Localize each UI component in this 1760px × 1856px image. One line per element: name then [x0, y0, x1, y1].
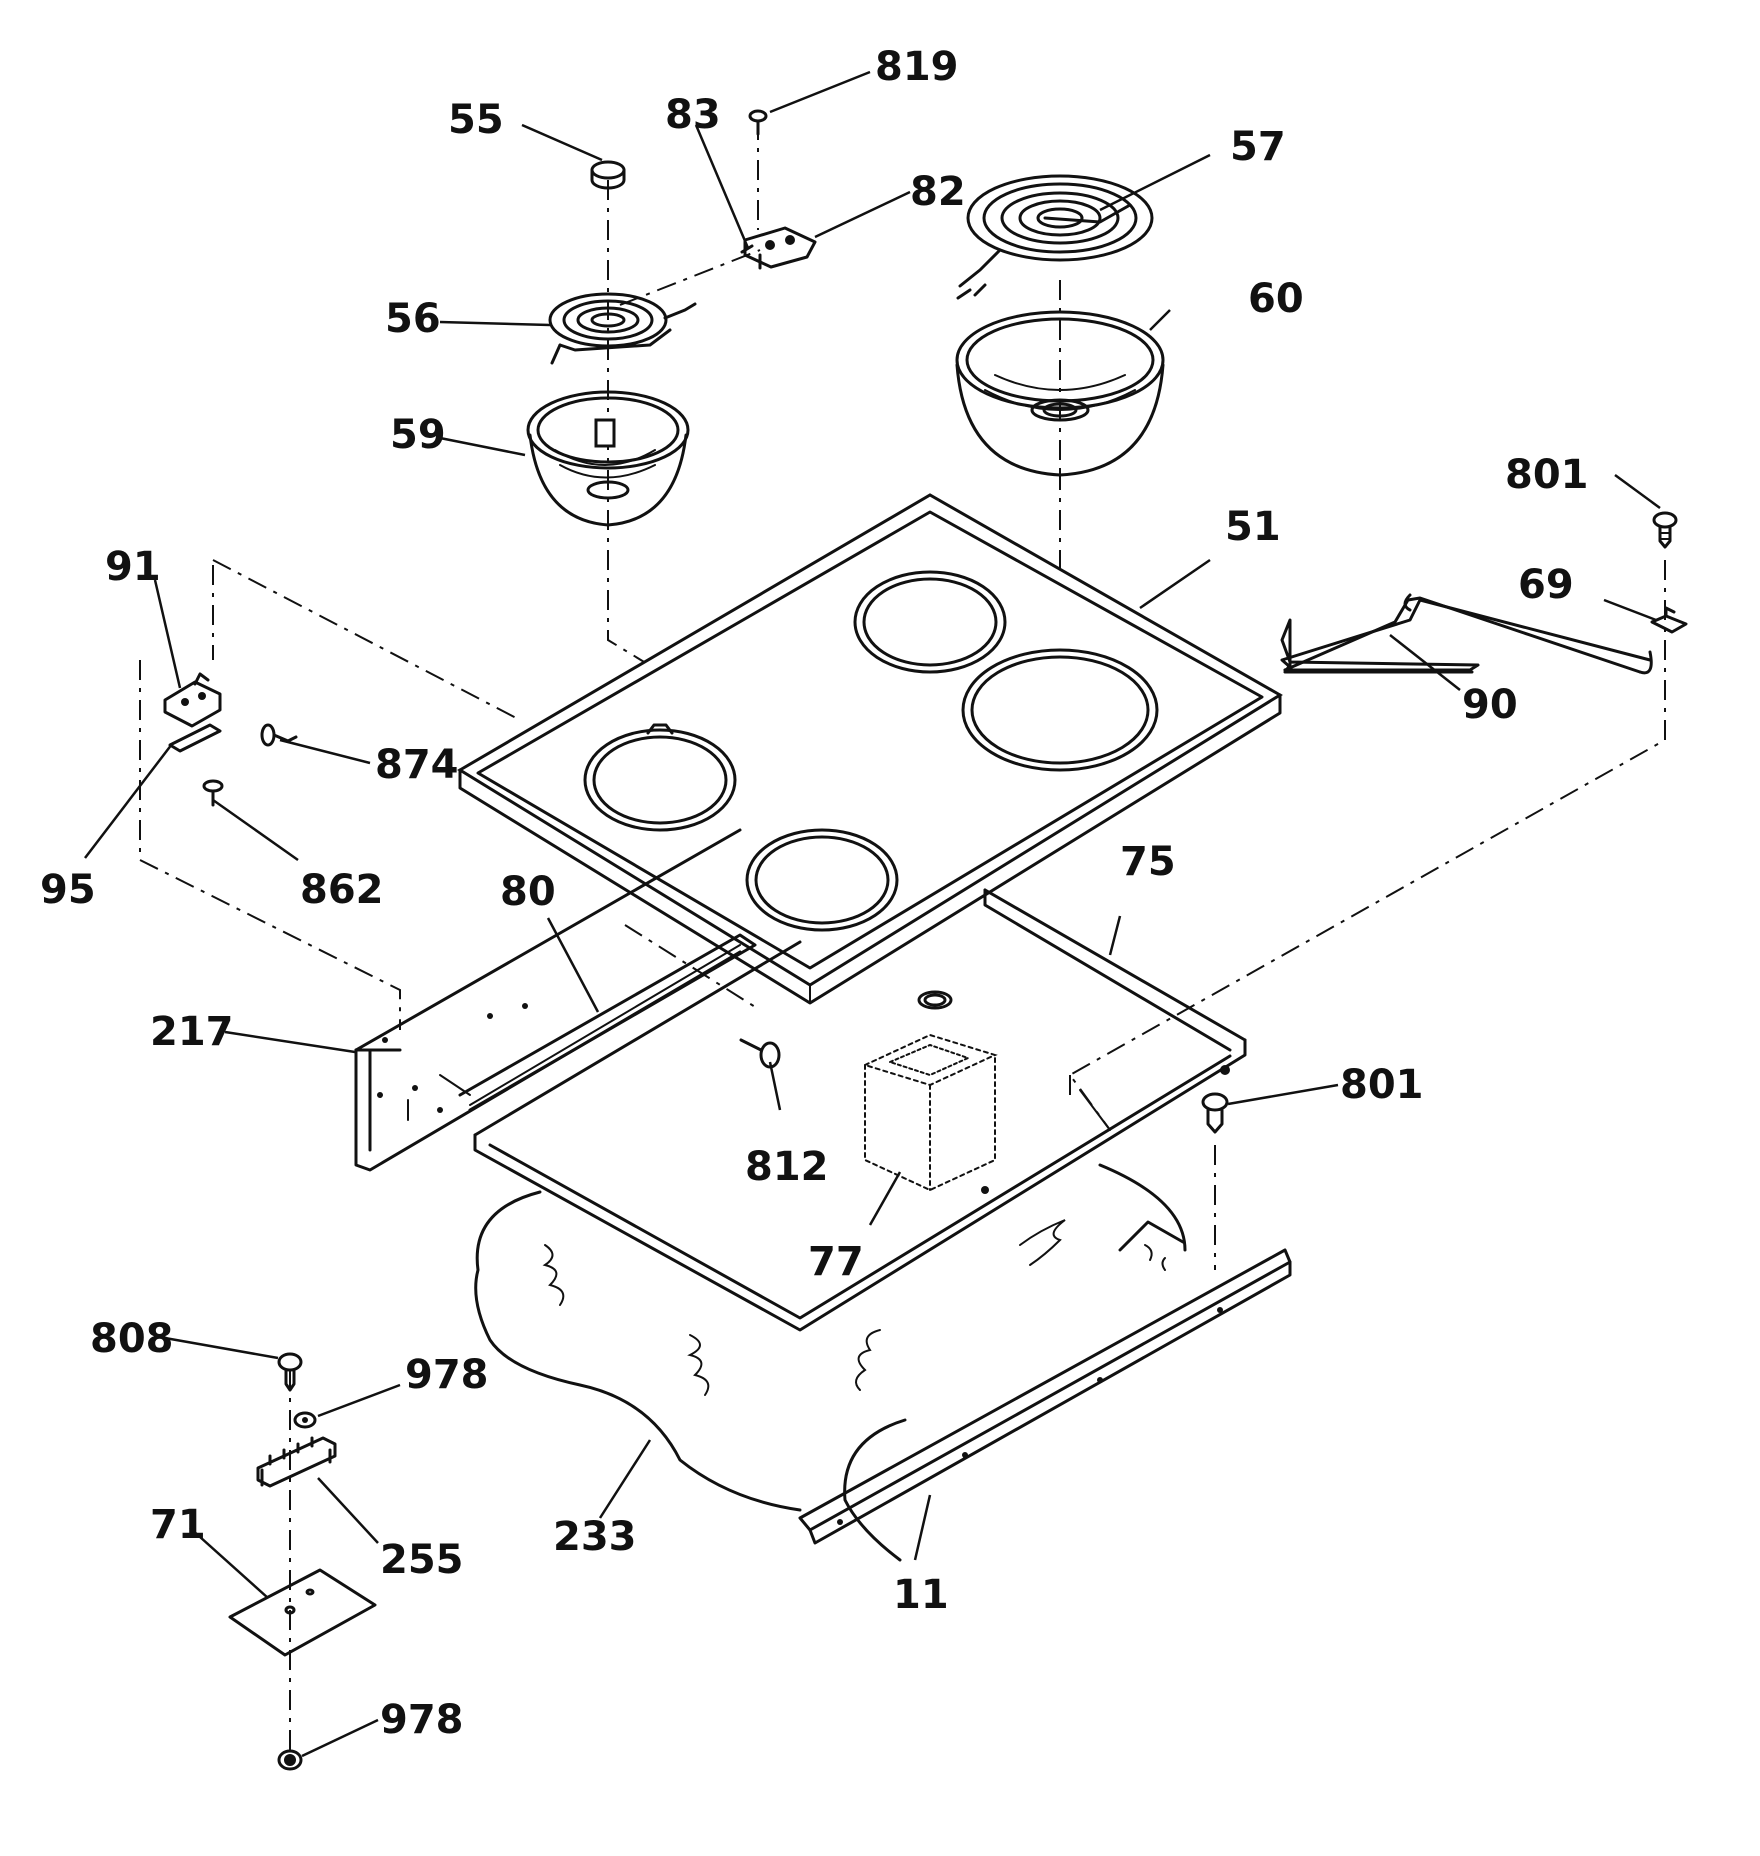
burner-opening-rear-right	[853, 570, 1007, 674]
plate-71	[228, 1568, 377, 1657]
assembly-lines	[139, 120, 1666, 1750]
label-874: 874	[375, 742, 459, 788]
surface-unit-57	[956, 174, 1154, 300]
label-801b: 801	[1340, 1062, 1424, 1108]
channel-11	[798, 1248, 1292, 1545]
screw-808	[277, 1352, 303, 1392]
label-59: 59	[390, 412, 446, 458]
label-55: 55	[448, 97, 504, 143]
box-77	[862, 1033, 998, 1192]
switch-82	[743, 226, 817, 270]
label-71: 71	[150, 1502, 206, 1548]
label-95: 95	[40, 867, 96, 913]
label-77: 77	[808, 1239, 864, 1285]
burner-cap-55	[590, 160, 626, 190]
label-11: 11	[893, 1572, 949, 1618]
label-60: 60	[1248, 276, 1304, 322]
cooktop-51	[457, 493, 1283, 1005]
label-978b: 978	[380, 1697, 464, 1743]
plate-95	[168, 723, 222, 753]
label-75: 75	[1120, 839, 1176, 885]
label-80: 80	[500, 869, 556, 915]
screw-862	[202, 779, 224, 807]
tray-75	[473, 888, 1247, 1332]
terminal-block-255	[256, 1436, 337, 1488]
nut-978-lower	[277, 1749, 303, 1771]
label-51: 51	[1225, 504, 1281, 550]
label-255: 255	[380, 1537, 464, 1583]
screw-801-mid	[1201, 1092, 1229, 1134]
drip-pan-60	[955, 310, 1165, 477]
label-819: 819	[875, 44, 959, 90]
label-56: 56	[385, 296, 441, 342]
label-808: 808	[90, 1316, 174, 1362]
drip-pan-59	[526, 390, 690, 527]
rod-90	[1280, 593, 1653, 675]
surface-unit-56	[548, 292, 697, 365]
burner-opening-rear-left	[583, 728, 737, 832]
screw-801-top	[1652, 511, 1678, 549]
terminal-83	[740, 244, 754, 254]
label-978a: 978	[405, 1352, 489, 1398]
washer-978-upper	[293, 1411, 317, 1429]
screw-819	[748, 109, 768, 136]
label-217: 217	[150, 1009, 234, 1055]
bracket-91	[163, 672, 222, 728]
label-69: 69	[1518, 562, 1574, 608]
insulation-233	[474, 1163, 1187, 1562]
rail-80	[458, 933, 757, 1112]
label-90: 90	[1462, 682, 1518, 728]
label-82: 82	[910, 169, 966, 215]
label-801a: 801	[1505, 452, 1589, 498]
burner-opening-front-right	[961, 648, 1159, 772]
label-812: 812	[745, 1144, 829, 1190]
clip-69	[1650, 606, 1688, 634]
label-83: 83	[665, 92, 721, 138]
label-233: 233	[553, 1514, 637, 1560]
label-862: 862	[300, 867, 384, 913]
label-91: 91	[105, 544, 161, 590]
burner-opening-front-left	[745, 828, 899, 932]
leader-lines	[84, 70, 1661, 1758]
screw-812	[739, 1038, 781, 1069]
label-57: 57	[1230, 124, 1286, 170]
part-labels: 55 83 819 82 57 56 60 59 801 51 91 69 90…	[40, 44, 1589, 1743]
